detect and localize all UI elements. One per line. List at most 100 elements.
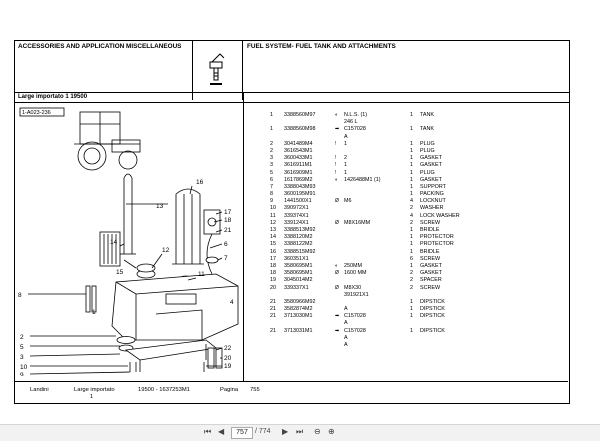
part-item-no: 3 (270, 155, 273, 162)
part-description: DIPSTICK (420, 313, 445, 320)
column-divider (243, 101, 244, 381)
part-item-no: 2 (270, 140, 273, 147)
part-symbol: Ø (335, 219, 339, 226)
table-row-continuation: 246 L (268, 119, 568, 126)
part-quantity: 1 (410, 227, 413, 233)
part-number: 3388043M93 (284, 183, 316, 190)
part-item-no: 8 (270, 191, 273, 198)
part-remark-continued: A (344, 133, 348, 140)
table-row-continuation: 391921X1 (268, 292, 568, 299)
diagram-tag: 1-A023-236 (22, 110, 51, 116)
part-remark: M6 (344, 198, 352, 205)
part-quantity: 1 (410, 262, 413, 269)
part-quantity: 4 (410, 198, 413, 205)
part-quantity: 1 (410, 183, 413, 190)
table-row-continuation: A (268, 134, 568, 141)
table-row-continuation: A (268, 335, 568, 342)
footer-page-label: Pagina (220, 387, 239, 393)
part-number: 3388515M92 (284, 248, 316, 255)
part-number: 339374X1 (284, 212, 309, 219)
part-description: PLUG (420, 147, 435, 154)
callout-13: 13 (156, 203, 164, 210)
part-item-no: 7 (270, 183, 273, 190)
part-symbol: ! (335, 162, 337, 169)
part-number: 1441500X1 (284, 198, 312, 205)
part-number: 1617869M2 (284, 176, 313, 183)
part-remark: N.L.S. (1) (344, 112, 368, 118)
part-remark: C157028 (344, 327, 366, 334)
part-symbol: Ø (335, 284, 339, 291)
part-quantity: 4 (410, 212, 413, 219)
callout-7: 7 (224, 255, 228, 262)
part-number: 3600195M91 (284, 191, 316, 198)
last-page-button[interactable]: ⏭ (296, 427, 304, 436)
zoom-out-button[interactable]: ⊖ (314, 427, 321, 436)
part-description: SCREW (420, 219, 441, 226)
footer-model: Large importato (74, 387, 115, 393)
part-number: 3713030M1 (284, 313, 313, 320)
part-remark-continued: 246 L (344, 119, 358, 126)
diagram-tag-box (19, 107, 65, 117)
part-description: PLUG (420, 169, 435, 176)
part-number: 3388560M97 (284, 112, 316, 118)
part-remark: 2 (344, 155, 347, 162)
part-item-no: 17 (270, 255, 276, 262)
part-number: 3388513M92 (284, 227, 316, 233)
part-remark: C157028 (344, 313, 366, 320)
callout-4: 4 (230, 299, 234, 306)
part-number: 3045014M2 (284, 277, 313, 284)
part-number: 3616911M1 (284, 162, 313, 169)
prev-page-button[interactable]: ◀ (218, 427, 225, 436)
part-item-no: 20 (270, 284, 276, 291)
part-description: DIPSTICK (420, 306, 445, 313)
page-number-input[interactable]: 757 (231, 427, 253, 439)
part-description: GASKET (420, 155, 442, 162)
part-remark: M8X30 (344, 284, 362, 291)
next-page-button[interactable]: ▶ (282, 427, 289, 436)
first-page-button[interactable]: ⏮ (204, 427, 212, 436)
part-item-no: 14 (270, 234, 276, 241)
page-footer: Landini Large importato 1 19500 - 163725… (14, 381, 568, 404)
part-remark: 1 (344, 162, 347, 169)
page-total: / 774 (255, 428, 271, 435)
subtitle-text: Large importato 1 19500 (18, 94, 88, 100)
part-item-no: 3 (270, 162, 273, 169)
parts-sheet: ACCESSORIES AND APPLICATION MISCELLANEOU… (14, 40, 570, 404)
part-symbol: ➡ (335, 126, 340, 133)
part-remark: 1600 MM (344, 270, 367, 277)
screw-set (129, 362, 205, 372)
callout-1: 1 (92, 309, 96, 316)
part-remark: A (344, 306, 348, 313)
part-remark: 1426488M1 (1) (344, 176, 381, 183)
part-remark-continued: A (344, 342, 348, 348)
callout-12: 12 (162, 247, 170, 254)
part-number: 3388122M2 (284, 241, 313, 248)
protector-14 (99, 231, 121, 267)
part-remark-continued: A (344, 320, 348, 327)
callout-5: 5 (20, 344, 24, 351)
part-symbol: ➡ (335, 313, 340, 320)
part-number: 3616909M1 (284, 169, 313, 176)
table-row-continuation: A (268, 342, 568, 349)
part-remark-continued: A (344, 334, 348, 341)
part-description: PLUG (420, 140, 435, 147)
part-number: 390972X1 (284, 205, 309, 212)
zoom-in-button[interactable]: ⊕ (328, 427, 335, 436)
part-number: 3600433M1 (284, 155, 313, 162)
part-description: BRIDLE (420, 248, 440, 255)
part-description: SUPPORT (420, 183, 446, 190)
part-remark: M8X16MM (344, 219, 371, 226)
part-description: SCREW (420, 255, 441, 262)
